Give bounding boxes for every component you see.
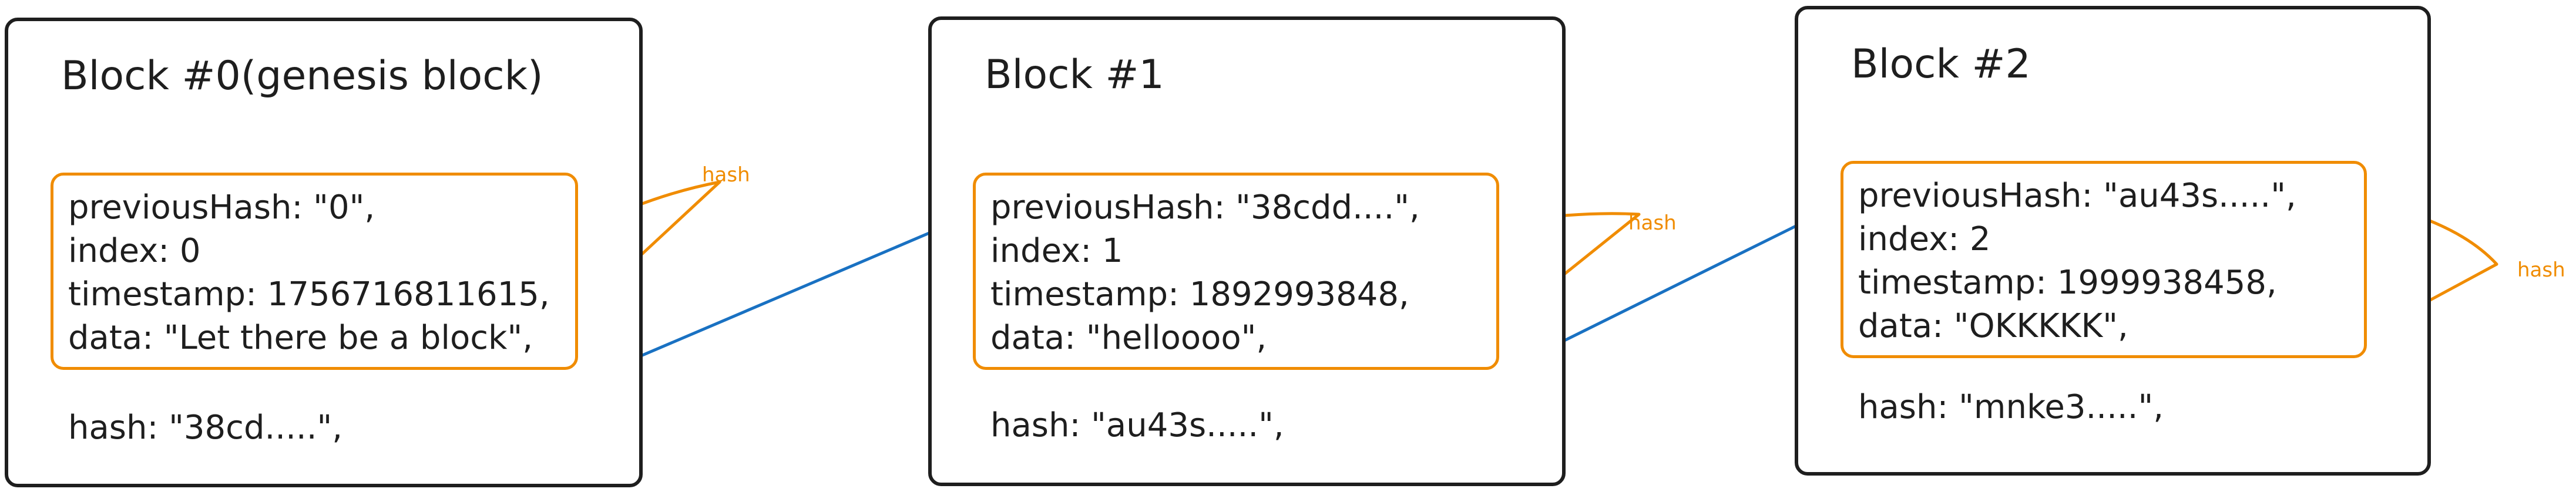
index-field: index: 1 [990,232,1123,270]
block-fields-box [1841,161,2367,358]
previous-hash-field: previousHash: "au43s.....", [1858,177,2296,215]
block-fields-box [51,173,578,370]
data-field: data: "OKKKKK", [1858,307,2128,345]
data-field: data: "helloooo", [990,319,1267,357]
block-0: Block #0(genesis block) previousHash: "0… [5,18,643,487]
block-1: Block #1 previousHash: "38cdd....", inde… [928,16,1566,486]
block-title: Block #1 [985,52,1164,98]
previous-hash-field: previousHash: "38cdd....", [990,188,1420,227]
hash-field: hash: "38cd.....", [68,409,343,447]
timestamp-field: timestamp: 1999938458, [1858,264,2277,302]
hash-field: hash: "mnke3.....", [1858,388,2164,426]
data-field: data: "Let there be a block", [68,319,533,357]
hash-field: hash: "au43s.....", [990,406,1284,444]
hash-label-2: hash [2517,258,2565,282]
timestamp-field: timestamp: 1892993848, [990,275,1409,314]
index-field: index: 0 [68,232,201,270]
hash-label-1: hash [1628,211,1677,235]
block-fields-box [973,173,1499,370]
previous-hash-field: previousHash: "0", [68,188,375,227]
block-2: Block #2 previousHash: "au43s.....", ind… [1795,6,2431,476]
index-field: index: 2 [1858,220,1991,258]
timestamp-field: timestamp: 1756716811615, [68,275,550,314]
hash-label-0: hash [702,163,750,187]
block-title: Block #0(genesis block) [61,53,543,99]
block-title: Block #2 [1851,41,2031,87]
